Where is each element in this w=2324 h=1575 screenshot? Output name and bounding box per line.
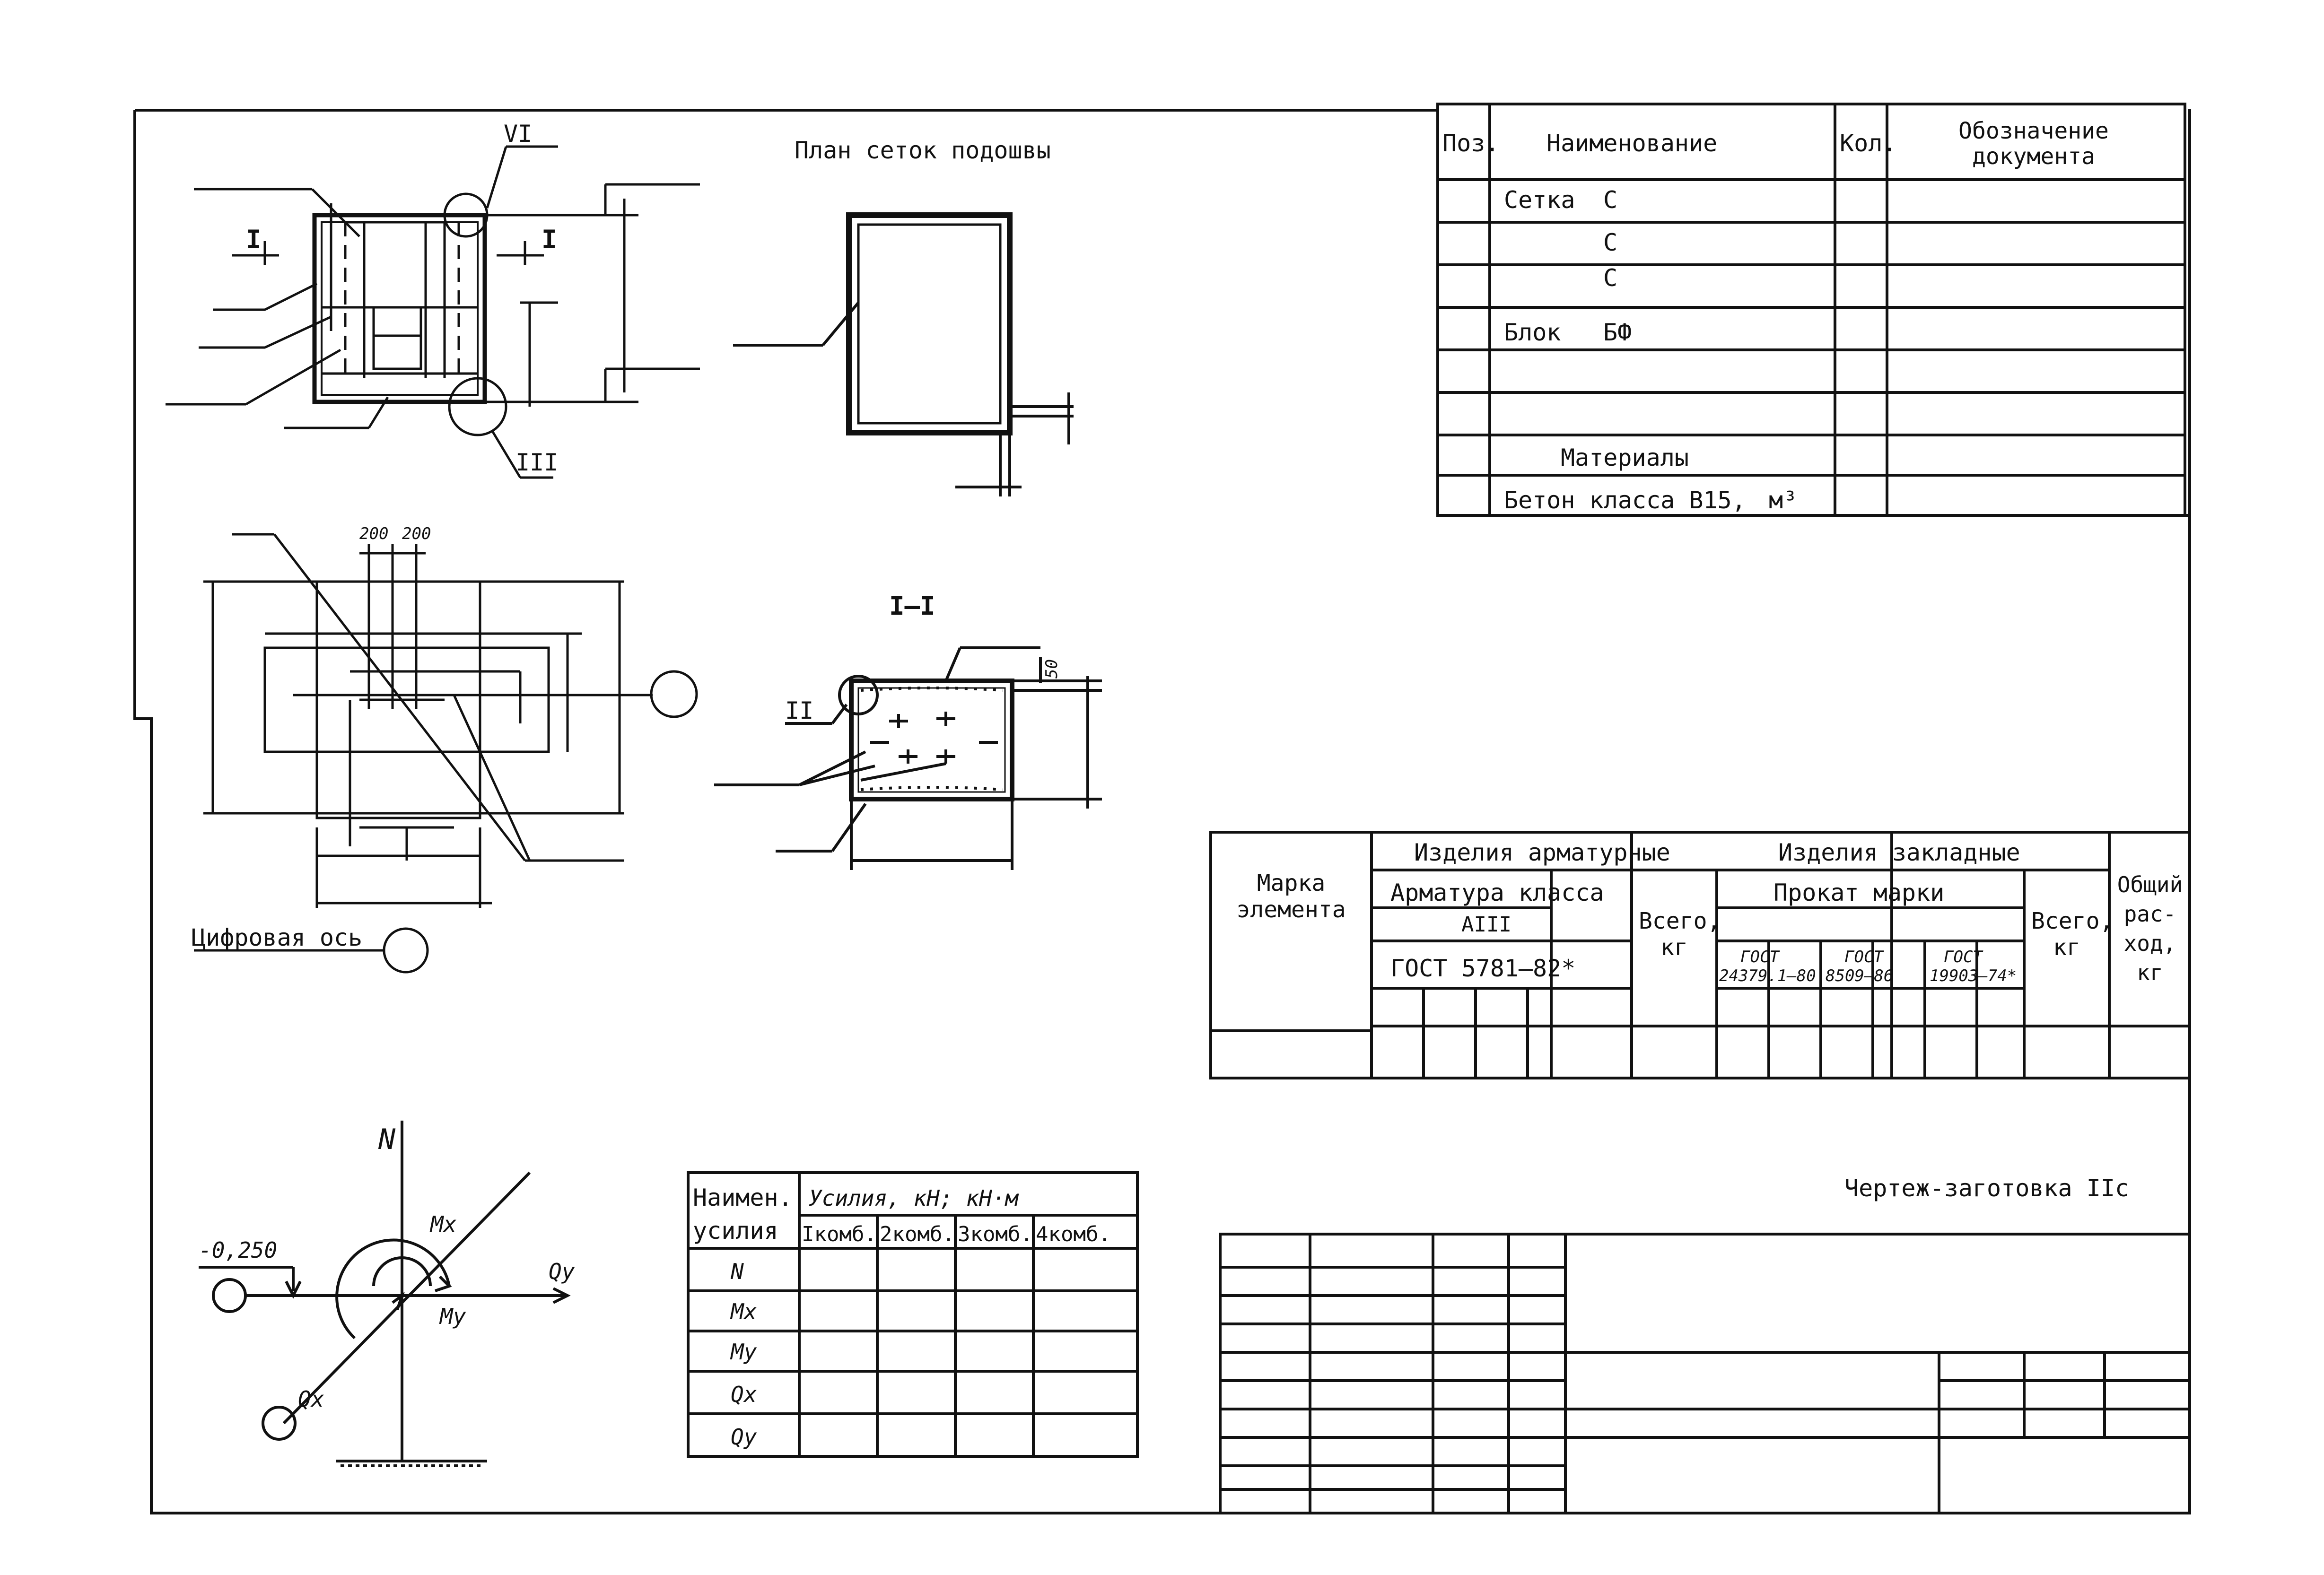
overall-consumption: Общий рас- ход, кг: [2117, 872, 2183, 985]
spec-row-3-b: С: [1603, 264, 1617, 292]
forces-row-my: My: [730, 1339, 757, 1365]
spec-header-qty: Кол.: [1840, 130, 1896, 157]
forces-group: Усилия, кН; кН·м: [809, 1185, 1019, 1211]
gost-c-2: 19903–74*: [1930, 966, 2017, 985]
total-kg-wrap: Всего, кг: [1639, 908, 1717, 961]
gost-b-2: 8509–86: [1826, 966, 1893, 985]
forces-row-qy: Qy: [731, 1424, 757, 1450]
spec-header-pos: Поз.: [1442, 130, 1499, 157]
foundation-plan-drawing: [166, 145, 700, 479]
forces-row-n: N: [730, 1259, 744, 1284]
spec-header-doc: Обозначение документа: [1958, 118, 2109, 170]
drawing-caption: Чертеж-заготовка IIс: [1844, 1175, 2129, 1202]
total-kg: Всего, кг: [1639, 908, 1717, 961]
total-kg2: Всего, кг: [2031, 908, 2109, 961]
dim-200-b: 200: [402, 524, 431, 543]
gost-a-2: 24379.1–80: [1719, 966, 1816, 985]
node-mark-ii: II: [785, 697, 813, 724]
forces-combo-1: Iкомб.: [802, 1222, 877, 1246]
forces-combo-4: 4комб.: [1036, 1222, 1111, 1246]
section-title: I–I: [889, 591, 935, 621]
rolled-mark: Прокат марки: [1774, 879, 1944, 906]
total-kg2-wrap: Всего, кг: [2031, 908, 2109, 961]
node-mark-iii: III: [515, 449, 558, 476]
forces-row-mx: Mx: [730, 1299, 757, 1324]
materials-table-grid: [1209, 831, 2191, 1079]
mark-header-wrap: Марка элемента: [1236, 870, 1346, 923]
gost-a-1: ГОСТ: [1740, 948, 1780, 966]
spec-header-doc-wrap: Обозначение документа: [1958, 118, 2109, 170]
spec-row-1-a: Сетка: [1504, 186, 1575, 214]
forces-col0-line2: усилия: [693, 1217, 778, 1244]
load-scheme-drawing: [199, 1121, 571, 1467]
overall-wrap: Общий рас- ход, кг: [2117, 872, 2183, 985]
gost-b-1: ГОСТ: [1844, 948, 1884, 966]
forces-combo-3: 3комб.: [958, 1222, 1033, 1246]
mesh-plan-title: План сеток подошвы: [795, 137, 1051, 164]
load-mx: Mx: [429, 1211, 457, 1237]
spec-table-grid: [1436, 103, 2190, 517]
section-mark-left: I: [246, 225, 262, 254]
rebar-gost: ГОСТ 5781–82*: [1390, 955, 1575, 982]
spec-row-1-b: С: [1603, 186, 1617, 214]
spec-row-2-b: С: [1603, 229, 1617, 256]
spec-row-7-a: Материалы: [1561, 444, 1689, 471]
section-mark-right: I: [542, 225, 557, 254]
title-block-grid: [1219, 1233, 2191, 1514]
axis-label: Цифровая ось: [192, 924, 362, 951]
load-n: N: [378, 1123, 396, 1156]
forces-row-qx: Qx: [731, 1382, 757, 1407]
section-i-drawing: [714, 646, 1102, 870]
spec-row-8-a: Бетон класса В15,: [1504, 487, 1746, 514]
mesh-plan-drawing: [733, 212, 1074, 496]
rebar-class: Арматура класса: [1390, 879, 1604, 906]
spec-row-4-b: БФ: [1603, 319, 1632, 346]
spec-row-4-a: Блок: [1504, 319, 1561, 346]
forces-combo-2: 2комб.: [880, 1222, 955, 1246]
gost-c-1: ГОСТ: [1944, 948, 1983, 966]
spec-row-8-b: м³: [1769, 487, 1797, 514]
dim-200-a: 200: [359, 524, 388, 543]
load-qx: Qx: [298, 1386, 324, 1412]
spec-header-name: Наименование: [1546, 130, 1717, 157]
load-qy: Qy: [549, 1259, 575, 1284]
rebar-group: Изделия арматурные: [1414, 839, 1670, 866]
dim-50: 50: [1042, 659, 1061, 679]
foundation-axes-drawing: [194, 533, 698, 974]
rebar-grade: АIII: [1461, 913, 1511, 937]
mark-header: Марка элемента: [1236, 870, 1346, 923]
forces-col0-line1: Наимен.: [693, 1184, 793, 1211]
forces-table-grid: [687, 1171, 1139, 1458]
node-mark-vi: VI: [504, 120, 532, 148]
level-mark: -0,250: [199, 1237, 277, 1263]
load-my: My: [439, 1304, 466, 1329]
embed-group: Изделия закладные: [1778, 839, 2020, 866]
